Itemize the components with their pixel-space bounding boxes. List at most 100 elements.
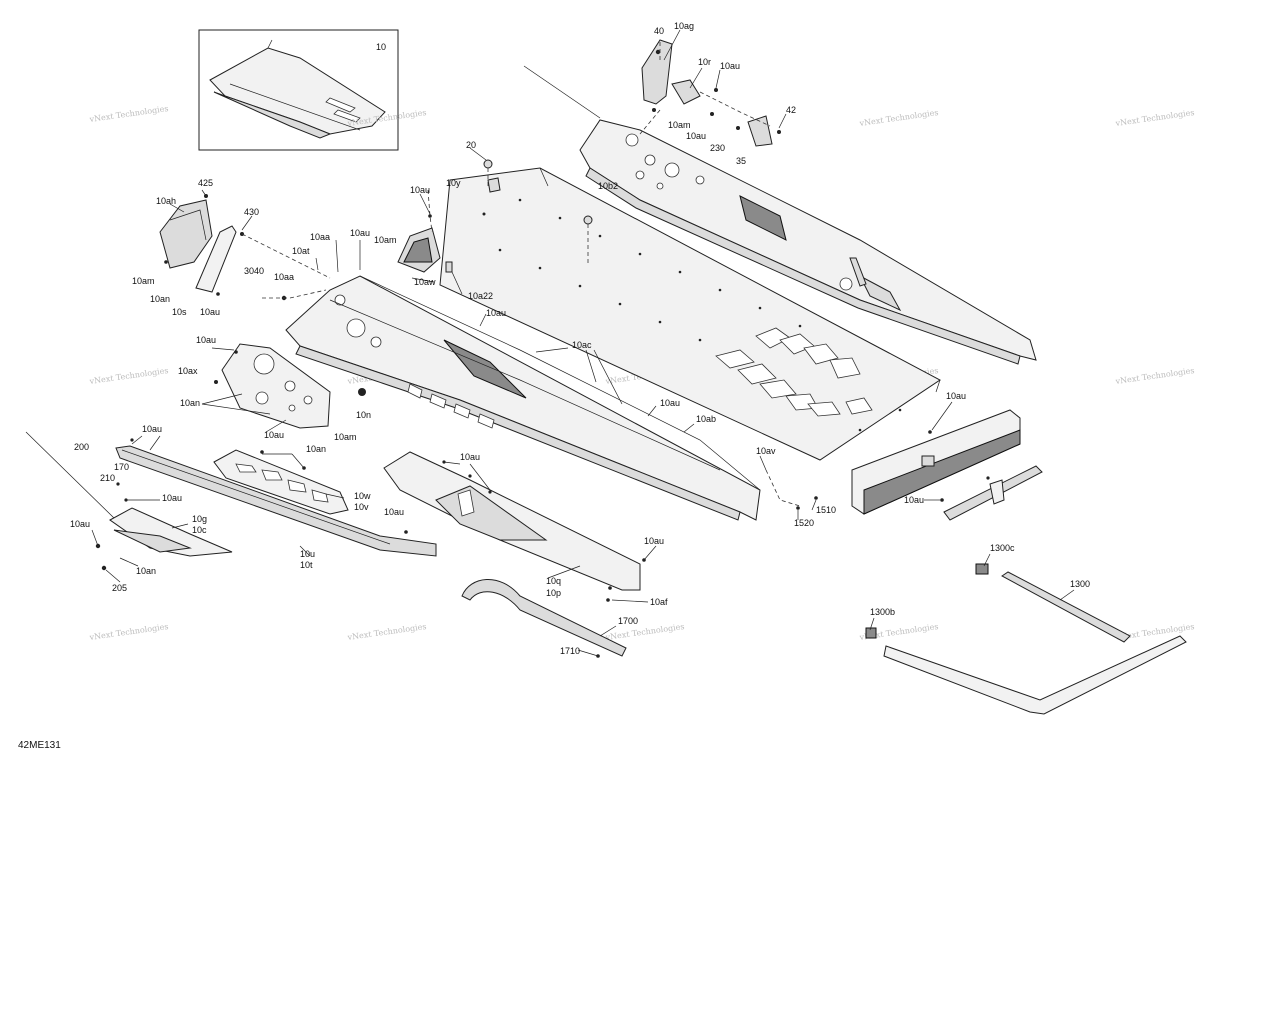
callout-label: 10au (384, 507, 404, 517)
callout-label: 1710 (560, 646, 580, 656)
callout-label: 10b2 (598, 181, 618, 191)
callout-label: 10au (686, 131, 706, 141)
right-side-rail (523, 65, 1037, 365)
tunnel-deck-plate (439, 167, 941, 461)
callout-label: 10n (356, 410, 371, 420)
callout-labels: 10ag 40 10r 10au 10am 10au 42 230 35 20 … (70, 21, 1090, 656)
callout-label: 10a22 (468, 291, 493, 301)
watermark: vNext Technologies (88, 104, 169, 124)
callout-label: 170 (114, 462, 129, 472)
callout-label: 10au (720, 61, 740, 71)
callout-label: 205 (112, 583, 127, 593)
slide-rail (115, 438, 437, 557)
callout-label: 430 (244, 207, 259, 217)
callout-label: 42 (786, 105, 796, 115)
callout-label: 10au (486, 308, 506, 318)
callout-label: 10au (460, 452, 480, 462)
callout-label: 10y (446, 178, 461, 188)
rear-hoop (461, 579, 627, 658)
callout-label: 10aw (414, 277, 436, 287)
watermark: vNext Technologies (88, 366, 169, 386)
callout-label: 10an (306, 444, 326, 454)
center-lower-frame (383, 451, 646, 602)
callout-label: 3040 (244, 266, 264, 276)
callout-label: 1700 (618, 616, 638, 626)
callout-label: 10an (136, 566, 156, 576)
callout-label: 10v (354, 502, 369, 512)
rear-bracket-bar (943, 465, 1043, 521)
watermark: vNext Technologies (346, 622, 427, 642)
callout-label: 10t (300, 560, 313, 570)
callout-label: 10aa (310, 232, 330, 242)
inset-frame-overview: 10 (198, 29, 399, 151)
callout-label: 10au (264, 430, 284, 440)
callout-label: 10w (354, 491, 371, 501)
callout-label: 10au (162, 493, 182, 503)
callout-label: 10ag (674, 21, 694, 31)
callout-label: 10ax (178, 366, 198, 376)
callout-label: 1520 (794, 518, 814, 528)
callout-label: 10au (644, 536, 664, 546)
front-bumper-bracket (159, 194, 331, 301)
callout-label: 10u (300, 549, 315, 559)
callout-label: 10q (546, 576, 561, 586)
callout-label: 10au (70, 519, 90, 529)
callout-label: 10au (350, 228, 370, 238)
lower-cross-plate (213, 449, 349, 515)
tunnel-fasteners (482, 159, 593, 266)
diagram-id: 42ME131 (18, 740, 61, 751)
callout-label: 10at (292, 246, 310, 256)
callout-label: 10c (192, 525, 207, 535)
front-upper-bracket (397, 189, 453, 273)
callout-label: 1510 (816, 505, 836, 515)
callout-label: 10am (132, 276, 155, 286)
watermark: vNext Technologies (88, 622, 169, 642)
callout-label: 10au (904, 495, 924, 505)
watermark: vNext Technologies (1114, 108, 1195, 128)
callout-label: 10an (150, 294, 170, 304)
callout-label: 10p (546, 588, 561, 598)
callout-label: 35 (736, 156, 746, 166)
callout-label: 10s (172, 307, 187, 317)
watermark: vNext Technologies (604, 622, 685, 642)
rear-bumper (865, 563, 1187, 715)
callout-label: 10au (660, 398, 680, 408)
callout-label: 210 (100, 473, 115, 483)
callout-label: 10r (698, 57, 711, 67)
callout-label: 10am (668, 120, 691, 130)
steering-post (25, 431, 233, 571)
callout-label: 10af (650, 597, 668, 607)
callout-label: 10g (192, 514, 207, 524)
callout-label: 1300c (990, 543, 1015, 553)
callout-label: 10am (334, 432, 357, 442)
callout-label: 230 (710, 143, 725, 153)
callout-label: 10ah (156, 196, 176, 206)
callout-label: 10au (142, 424, 162, 434)
rear-crossbar (765, 409, 1021, 515)
callout-label: 10au (410, 185, 430, 195)
callout-label: 10ab (696, 414, 716, 424)
inset-label: 10 (376, 42, 386, 52)
callout-label: 10au (200, 307, 220, 317)
callout-label: 425 (198, 178, 213, 188)
callout-label: 1300b (870, 607, 895, 617)
upper-right-brackets (639, 39, 781, 147)
callout-label: 40 (654, 26, 664, 36)
callout-label: 1300 (1070, 579, 1090, 589)
callout-label: 10am (374, 235, 397, 245)
callout-label: 10au (946, 391, 966, 401)
leader-lines (91, 29, 1075, 657)
callout-label: 10av (756, 446, 776, 456)
callout-label: 10an (180, 398, 200, 408)
callout-label: 200 (74, 442, 89, 452)
callout-label: 20 (466, 140, 476, 150)
watermark: vNext Technologies (1114, 366, 1195, 386)
callout-label: 10aa (274, 272, 294, 282)
watermark: vNext Technologies (858, 108, 939, 128)
callout-label: 10ac (572, 340, 592, 350)
left-front-plate (214, 343, 331, 429)
callout-label: 10au (196, 335, 216, 345)
left-side-rail (285, 275, 761, 521)
